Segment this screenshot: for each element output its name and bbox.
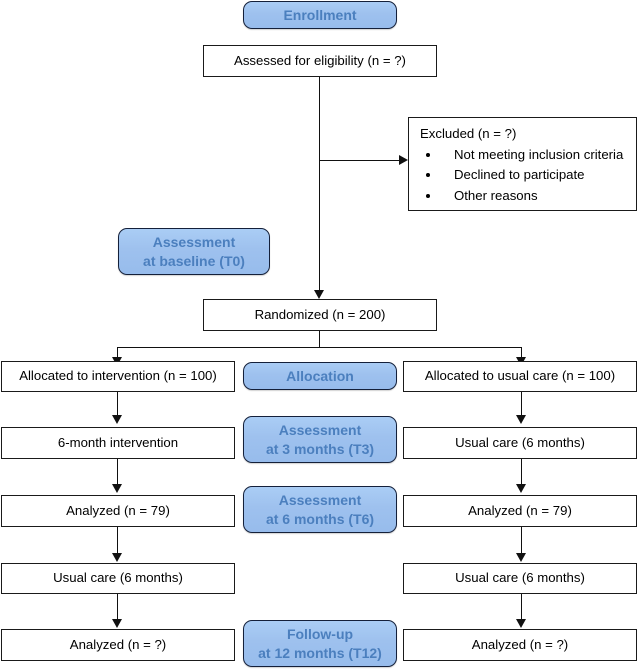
banner-baseline-line2: at baseline (T0)	[143, 252, 245, 269]
list-item: Not meeting inclusion criteria	[420, 147, 626, 164]
node-right-usual-care-2-label: Usual care (6 months)	[455, 570, 585, 586]
node-assessed-for-eligibility[interactable]: Assessed for eligibility (n = ?)	[203, 45, 437, 77]
excluded-body: Excluded (n = ?) Not meeting inclusion c…	[409, 117, 636, 211]
banner-t6-line2: at 6 months (T6)	[265, 510, 375, 527]
node-randomized[interactable]: Randomized (n = 200)	[203, 299, 437, 331]
node-right-usual-care-1-label: Usual care (6 months)	[455, 434, 585, 450]
banner-t3-line2: at 3 months (T3)	[265, 440, 375, 457]
banner-baseline-line1: Assessment	[152, 233, 236, 250]
arrow-to-excluded	[399, 155, 408, 165]
bullet-icon	[426, 173, 430, 177]
arrow-left-2	[112, 484, 122, 493]
excluded-reason-label: Declined to participate	[454, 167, 585, 182]
node-left-analyzed-t12-label: Analyzed (n = ?)	[69, 636, 167, 652]
excluded-reason-list: Not meeting inclusion criteria Declined …	[420, 147, 626, 205]
node-left-usual-care[interactable]: Usual care (6 months)	[1, 563, 235, 594]
banner-t12-line1: Follow-up	[286, 625, 354, 642]
banner-followup-t12[interactable]: Follow-up at 12 months (T12)	[243, 620, 397, 667]
node-excluded[interactable]: Excluded (n = ?) Not meeting inclusion c…	[408, 117, 637, 211]
connector-right-3	[521, 527, 522, 555]
node-randomized-label: Randomized (n = 200)	[254, 306, 386, 322]
node-left-allocated[interactable]: Allocated to intervention (n = 100)	[1, 361, 235, 392]
banner-assessment-t3[interactable]: Assessment at 3 months (T3)	[243, 416, 397, 463]
banner-assessment-t6[interactable]: Assessment at 6 months (T6)	[243, 486, 397, 533]
connector-randomized-stem	[319, 331, 320, 347]
banner-t3-line1: Assessment	[278, 421, 362, 438]
banner-t6-line1: Assessment	[278, 491, 362, 508]
excluded-title: Excluded (n = ?)	[420, 126, 517, 141]
bullet-icon	[426, 193, 430, 198]
connector-left-4	[117, 594, 118, 621]
connector-right-1	[521, 392, 522, 417]
excluded-reason-label: Other reasons	[454, 187, 538, 203]
node-left-analyzed-t6[interactable]: Analyzed (n = 79)	[1, 495, 235, 527]
node-right-analyzed-t6[interactable]: Analyzed (n = 79)	[403, 495, 637, 527]
arrow-left-1	[112, 415, 122, 424]
banner-allocation[interactable]: Allocation	[243, 362, 397, 390]
node-right-analyzed-t12-label: Analyzed (n = ?)	[471, 636, 569, 652]
list-item: Other reasons	[420, 188, 626, 205]
node-right-usual-care-2[interactable]: Usual care (6 months)	[403, 563, 637, 594]
excluded-reason-label: Not meeting inclusion criteria	[454, 146, 624, 162]
banner-enrollment-line1: Enrollment	[283, 6, 357, 23]
banner-assessment-baseline[interactable]: Assessment at baseline (T0)	[118, 228, 270, 275]
banner-t12-line2: at 12 months (T12)	[258, 644, 382, 661]
node-left-intervention-label: 6-month intervention	[57, 434, 179, 450]
node-right-analyzed-t6-label: Analyzed (n = 79)	[468, 502, 572, 518]
arrow-right-2	[516, 484, 526, 493]
node-right-usual-care-1[interactable]: Usual care (6 months)	[403, 427, 637, 459]
arrow-right-3	[516, 553, 526, 562]
connector-right-2	[521, 459, 522, 486]
node-left-analyzed-t12[interactable]: Analyzed (n = ?)	[1, 629, 235, 661]
arrow-right-4	[516, 619, 526, 628]
arrow-right-1	[516, 415, 526, 424]
banner-allocation-line1: Allocation	[286, 367, 354, 384]
list-item: Declined to participate	[420, 167, 626, 184]
connector-split-right	[521, 347, 522, 359]
node-left-intervention[interactable]: 6-month intervention	[1, 427, 235, 459]
node-right-analyzed-t12[interactable]: Analyzed (n = ?)	[403, 629, 637, 661]
connector-to-excluded	[319, 160, 401, 161]
connector-split-left	[117, 347, 118, 359]
connector-split-horizontal	[117, 347, 521, 348]
arrow-left-3	[112, 553, 122, 562]
arrow-left-4	[112, 619, 122, 628]
node-right-allocated[interactable]: Allocated to usual care (n = 100)	[403, 361, 637, 392]
node-left-usual-care-label: Usual care (6 months)	[53, 570, 183, 586]
node-left-analyzed-t6-label: Analyzed (n = 79)	[66, 502, 170, 518]
node-left-allocated-label: Allocated to intervention (n = 100)	[19, 368, 217, 384]
node-assessed-label: Assessed for eligibility (n = ?)	[234, 52, 406, 68]
connector-left-2	[117, 459, 118, 486]
banner-enrollment[interactable]: Enrollment	[243, 1, 397, 29]
connector-left-1	[117, 392, 118, 417]
bullet-icon	[426, 152, 430, 157]
node-right-allocated-label: Allocated to usual care (n = 100)	[424, 368, 616, 384]
arrow-assessed-to-randomized	[314, 290, 324, 299]
connector-right-4	[521, 594, 522, 621]
connector-left-3	[117, 527, 118, 555]
connector-assessed-trunk	[319, 77, 320, 292]
